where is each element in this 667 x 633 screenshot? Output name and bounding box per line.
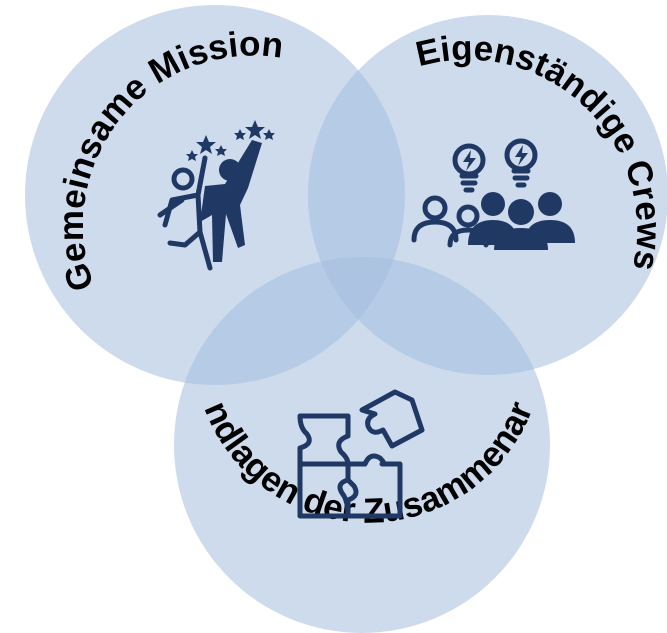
- puzzle-pieces-icon: [297, 389, 425, 519]
- circle-cooperation: [174, 257, 550, 633]
- high-five-people-icon: [157, 120, 275, 271]
- team-ideas-lightbulb-icon: [411, 138, 575, 250]
